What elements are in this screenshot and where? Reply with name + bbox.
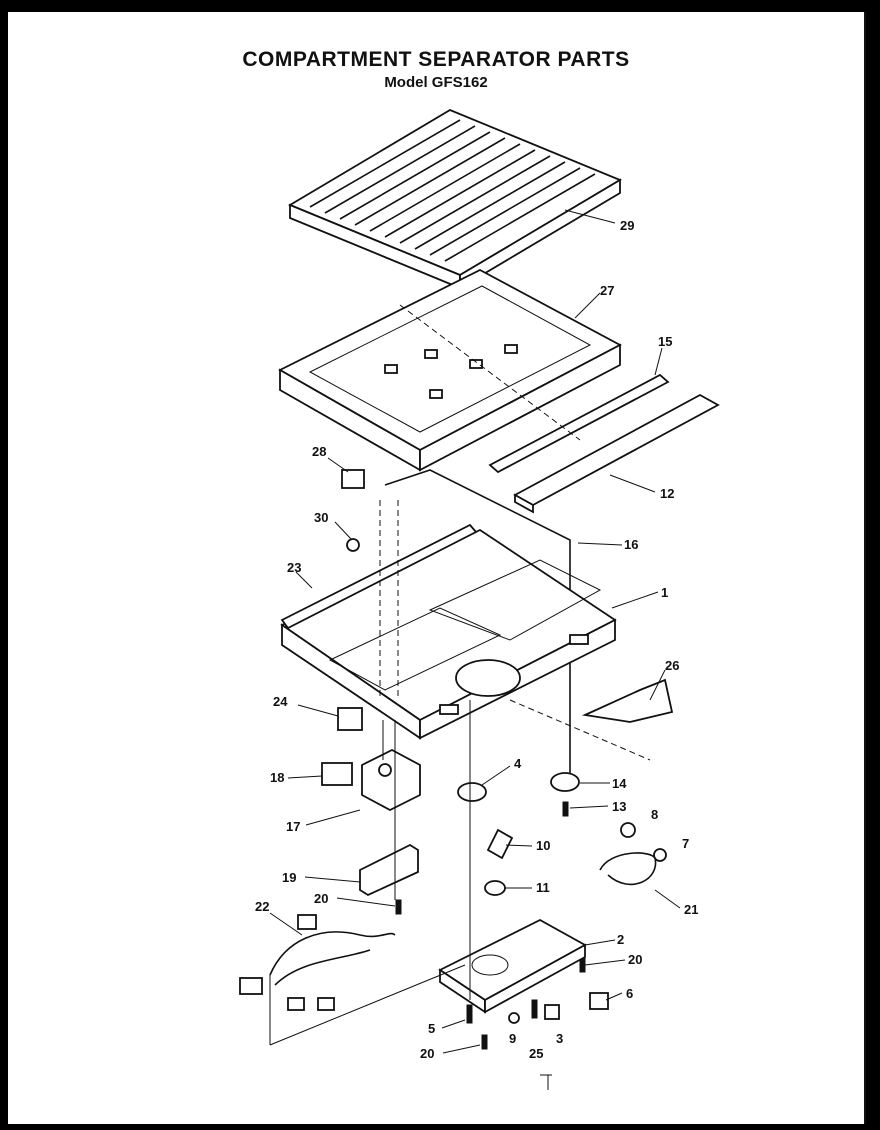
callout-21: 21 <box>684 902 698 917</box>
callout-25: 25 <box>529 1046 543 1061</box>
callout-5: 5 <box>428 1021 435 1036</box>
part-21-wire <box>599 852 657 886</box>
part-15-rail <box>488 373 670 474</box>
model-number: Model GFS162 <box>384 74 488 91</box>
part-12-channel <box>513 393 720 514</box>
callout-20-upper: 20 <box>314 891 328 906</box>
part-17-housing <box>361 748 421 812</box>
part-4-bushing <box>457 782 487 802</box>
part-30-grommet <box>346 538 360 552</box>
part-19-bracket <box>359 843 419 897</box>
callout-27: 27 <box>600 283 614 298</box>
callout-8: 8 <box>651 807 658 822</box>
callout-7: 7 <box>682 836 689 851</box>
callout-18: 18 <box>270 770 284 785</box>
callout-28: 28 <box>312 444 326 459</box>
part-29-grille-cover <box>287 108 623 290</box>
callout-9: 9 <box>509 1031 516 1046</box>
part-23-rail <box>280 523 478 630</box>
callout-17: 17 <box>286 819 300 834</box>
part-18-gasket <box>321 762 353 786</box>
callout-20-lower: 20 <box>420 1046 434 1061</box>
callout-11: 11 <box>536 880 550 895</box>
callout-12: 12 <box>660 486 674 501</box>
part-8-bulb <box>620 822 636 838</box>
callout-14: 14 <box>612 776 627 791</box>
diagram-title: COMPARTMENT SEPARATOR PARTS <box>242 48 630 71</box>
part-5-screw <box>466 1004 473 1024</box>
part-1-separator-pan <box>280 528 617 740</box>
callout-10: 10 <box>536 838 550 853</box>
leader-lines <box>269 209 681 1090</box>
part-24-damper <box>337 707 363 731</box>
callout-6: 6 <box>626 986 633 1001</box>
callout-3: 3 <box>556 1031 563 1046</box>
part-22-wire-harness <box>239 914 396 1011</box>
callout-1: 1 <box>661 585 668 600</box>
part-25-screw <box>531 999 538 1019</box>
part-14-cap <box>550 772 580 792</box>
callout-2: 2 <box>617 932 624 947</box>
callout-29: 29 <box>620 218 634 233</box>
part-26-cover <box>581 678 674 723</box>
part-27-frame <box>278 268 622 472</box>
part-10-clip <box>486 828 514 860</box>
callout-13: 13 <box>612 799 626 814</box>
callout-30: 30 <box>314 510 328 525</box>
callout-23: 23 <box>287 560 301 575</box>
part-7-socket <box>653 848 667 862</box>
part-9-nut <box>508 1012 520 1024</box>
part-3-thermostat <box>544 1004 560 1020</box>
callout-4: 4 <box>514 756 522 771</box>
callout-16: 16 <box>624 537 638 552</box>
part-11-grommet <box>484 880 506 896</box>
callout-20-right: 20 <box>628 952 642 967</box>
part-28-block <box>341 469 365 489</box>
callout-15: 15 <box>658 334 672 349</box>
callout-24: 24 <box>273 694 288 709</box>
callout-26: 26 <box>665 658 679 673</box>
part-6-switch <box>589 992 609 1010</box>
callout-22: 22 <box>255 899 269 914</box>
callout-19: 19 <box>282 870 296 885</box>
part-13-screw <box>562 801 569 817</box>
